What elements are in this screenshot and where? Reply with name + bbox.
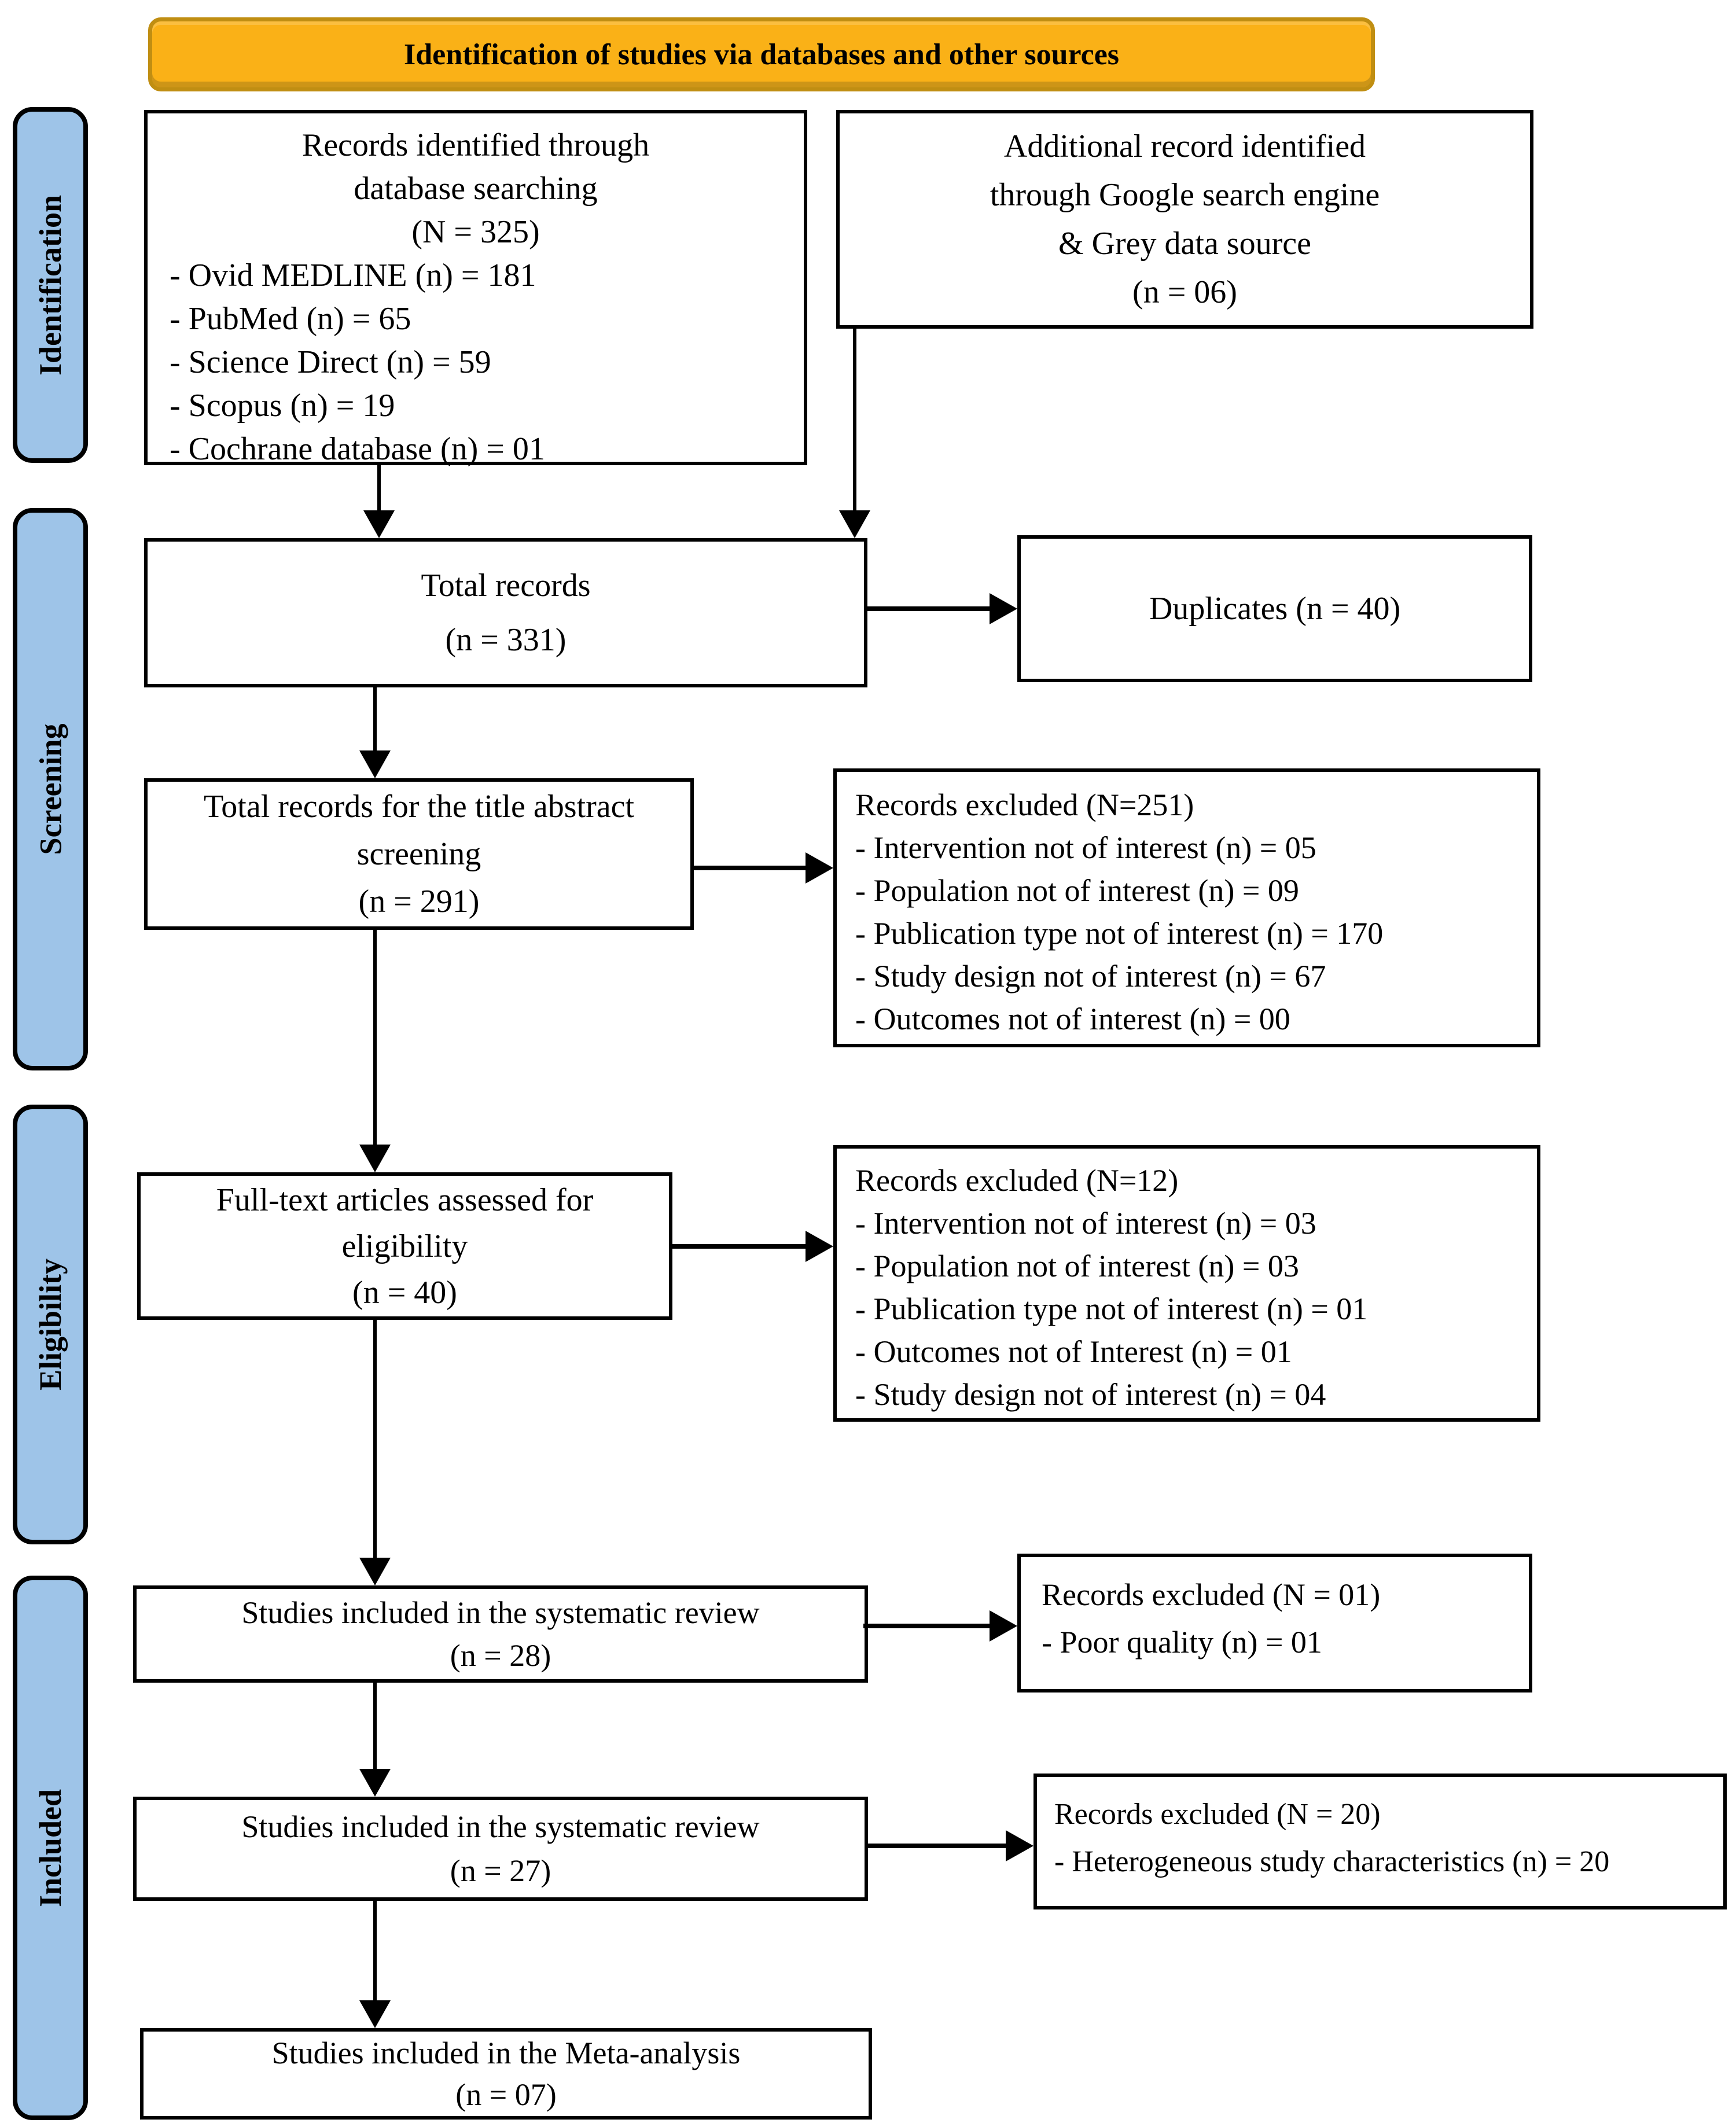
excluded-eligibility-item: - Study design not of interest (n) = 04 <box>855 1377 1326 1412</box>
title-abstract-line: Total records for the title abstract <box>204 789 634 825</box>
records-identified-line: database searching <box>354 171 598 207</box>
excluded-quality-item: - Poor quality (n) = 01 <box>1042 1625 1322 1660</box>
box-additional-records: Additional record identified through Goo… <box>836 110 1533 329</box>
total-records-line: Total records <box>421 568 591 604</box>
arrow-head-additional-to-total <box>839 510 870 538</box>
stage-eligibility-label: Eligibility <box>33 1258 68 1391</box>
additional-records-line: & Grey data source <box>1058 226 1311 262</box>
arrow-head-records-to-total <box>363 510 395 538</box>
box-records-identified: Records identified through database sear… <box>144 110 807 467</box>
title-abstract-line: screening <box>356 836 481 872</box>
excluded-heterogeneous-item: - Heterogeneous study characteristics (n… <box>1054 1845 1610 1878</box>
box-included-systematic-review-27: Studies included in the systematic revie… <box>133 1797 868 1901</box>
excluded-eligibility-item: - Intervention not of interest (n) = 03 <box>855 1206 1316 1241</box>
full-text-line: Full-text articles assessed for <box>216 1182 594 1218</box>
excluded-screening-heading: Records excluded (N=251) <box>855 788 1194 822</box>
arrow-head-total-to-duplicates <box>990 593 1017 624</box>
stage-screening: Screening <box>13 508 88 1070</box>
arrow-head-total-to-screening <box>359 750 391 778</box>
systematic-review-27-line: Studies included in the systematic revie… <box>241 1809 760 1844</box>
banner-title-text: Identification of studies via databases … <box>403 38 1120 71</box>
excluded-quality-heading: Records excluded (N = 01) <box>1042 1577 1381 1612</box>
title-abstract-line: (n = 291) <box>358 884 480 919</box>
records-identified-item: - Ovid MEDLINE (n) = 181 <box>170 257 536 293</box>
arrow-line-screening-to-excluded <box>694 866 807 870</box>
box-duplicates: Duplicates (n = 40) <box>1017 535 1532 682</box>
arrow-head-sr27-to-meta <box>359 2000 391 2028</box>
arrow-line-sr28-to-sr27 <box>373 1681 377 1770</box>
additional-records-line: through Google search engine <box>990 177 1380 213</box>
arrow-line-sr27-to-excluded <box>868 1844 1007 1848</box>
excluded-eligibility-item: - Publication type not of interest (n) =… <box>855 1292 1368 1326</box>
arrow-head-fulltext-to-sr28 <box>359 1558 391 1585</box>
arrow-line-additional-to-total <box>853 329 856 512</box>
stage-eligibility: Eligibility <box>13 1105 88 1544</box>
additional-records-line: Additional record identified <box>1003 128 1366 164</box>
excluded-eligibility-item: - Population not of interest (n) = 03 <box>855 1249 1299 1283</box>
duplicates-text: Duplicates (n = 40) <box>1149 591 1401 627</box>
arrow-head-sr28-to-excluded <box>990 1610 1017 1642</box>
arrow-head-sr28-to-sr27 <box>359 1769 391 1797</box>
arrow-head-sr27-to-excluded <box>1006 1830 1033 1861</box>
box-title-abstract-screening: Total records for the title abstract scr… <box>144 778 694 930</box>
arrow-line-total-to-screening <box>373 687 377 752</box>
systematic-review-27-line: (n = 27) <box>450 1853 551 1888</box>
full-text-line: (n = 40) <box>352 1274 457 1311</box>
records-identified-item: - Science Direct (n) = 59 <box>170 344 491 380</box>
box-records-excluded-eligibility: Records excluded (N=12) - Intervention n… <box>833 1145 1540 1422</box>
excluded-screening-item: - Outcomes not of interest (n) = 00 <box>855 1002 1290 1036</box>
excluded-screening-item: - Publication type not of interest (n) =… <box>855 916 1384 951</box>
systematic-review-28-line: (n = 28) <box>450 1638 551 1673</box>
box-records-excluded-quality: Records excluded (N = 01) - Poor quality… <box>1017 1554 1532 1692</box>
meta-analysis-line: Studies included in the Meta-analysis <box>271 2036 741 2070</box>
records-identified-item: - Scopus (n) = 19 <box>170 388 395 424</box>
arrow-head-screening-to-fulltext <box>359 1145 391 1172</box>
arrow-line-sr28-to-excluded <box>863 1624 991 1628</box>
box-included-systematic-review-28: Studies included in the systematic revie… <box>133 1585 868 1683</box>
additional-records-line: (n = 06) <box>1132 274 1237 310</box>
stage-identification-label: Identification <box>33 194 68 376</box>
arrow-line-fulltext-to-excluded <box>672 1244 807 1249</box>
excluded-heterogeneous-heading: Records excluded (N = 20) <box>1054 1798 1381 1831</box>
excluded-screening-item: - Population not of interest (n) = 09 <box>855 873 1299 908</box>
stage-screening-label: Screening <box>33 723 68 855</box>
box-full-text-eligibility: Full-text articles assessed for eligibil… <box>137 1172 672 1320</box>
box-meta-analysis: Studies included in the Meta-analysis (n… <box>140 2028 872 2120</box>
arrow-line-records-to-total <box>377 465 381 513</box>
excluded-screening-item: - Intervention not of interest (n) = 05 <box>855 830 1316 865</box>
records-identified-item: - Cochrane database (n) = 01 <box>170 431 545 467</box>
stage-identification: Identification <box>13 107 88 463</box>
arrow-line-total-to-duplicates <box>867 606 991 611</box>
arrow-line-fulltext-to-sr28 <box>373 1320 377 1559</box>
arrow-head-screening-to-excluded <box>806 852 833 884</box>
banner-title: Identification of studies via databases … <box>148 17 1375 91</box>
excluded-eligibility-item: - Outcomes not of Interest (n) = 01 <box>855 1334 1292 1369</box>
arrow-head-fulltext-to-excluded <box>806 1231 833 1262</box>
stage-included: Included <box>13 1576 88 2120</box>
excluded-screening-item: - Study design not of interest (n) = 67 <box>855 959 1326 994</box>
total-records-line: (n = 331) <box>445 622 567 658</box>
stage-included-label: Included <box>33 1789 68 1907</box>
records-identified-line: Records identified through <box>301 127 650 163</box>
box-total-records: Total records (n = 331) <box>144 538 867 687</box>
excluded-eligibility-heading: Records excluded (N=12) <box>855 1163 1179 1198</box>
box-records-excluded-heterogeneous: Records excluded (N = 20) - Heterogeneou… <box>1033 1774 1727 1909</box>
records-identified-item: - PubMed (n) = 65 <box>170 301 411 337</box>
records-identified-line: (N = 325) <box>411 214 540 250</box>
meta-analysis-line: (n = 07) <box>455 2077 557 2112</box>
box-records-excluded-screening: Records excluded (N=251) - Intervention … <box>833 768 1540 1047</box>
arrow-line-screening-to-fulltext <box>373 930 377 1146</box>
arrow-line-sr27-to-meta <box>373 1901 377 2001</box>
full-text-line: eligibility <box>341 1228 468 1264</box>
systematic-review-28-line: Studies included in the systematic revie… <box>241 1595 760 1630</box>
